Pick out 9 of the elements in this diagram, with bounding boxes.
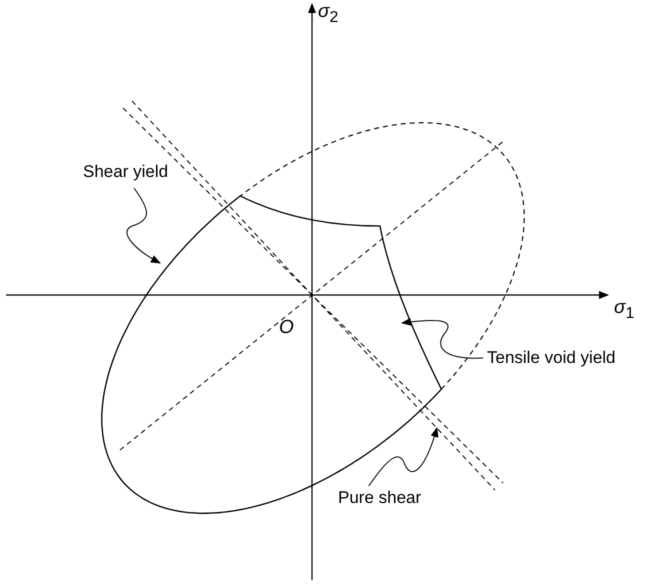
leader-line [368,427,438,486]
callout-label: Pure shear [338,488,422,508]
callout-label: Tensile void yield [487,348,616,368]
origin-label: O [279,318,294,338]
leader-line [126,188,161,264]
axis-label: σ$_{2}$ [318,2,338,28]
axis-label: σ$_{1}$ [614,298,634,324]
callout-label: Shear yield [83,162,168,182]
leader-line [401,318,484,359]
